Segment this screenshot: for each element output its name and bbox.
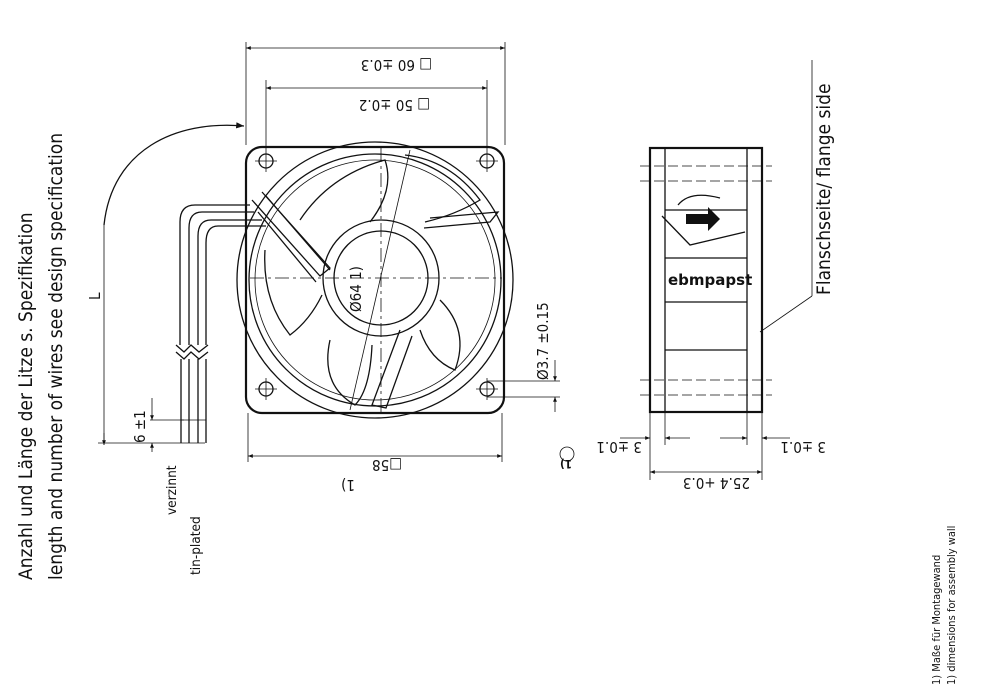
- fan-frame: [244, 145, 506, 415]
- flange-left-note: 1): [560, 457, 572, 471]
- wire-length-dimension: L: [86, 122, 245, 445]
- depth-dimension: 25.4 +0.3: [650, 470, 762, 492]
- wire-note: Anzahl und Länge der Litze s. Spezifikat…: [15, 133, 67, 580]
- wire-finish-english: tin-plated: [188, 516, 204, 575]
- hole-pitch-label: □ 50 ±0.2: [359, 96, 430, 114]
- wire-note-german: Anzahl und Länge der Litze s. Spezifikat…: [15, 212, 37, 580]
- flange-left-label: 3 ±0.1: [596, 438, 642, 456]
- mount-square-label: □58: [372, 456, 402, 474]
- outer-square-dimension: □ 60 ±0.3: [245, 42, 506, 145]
- hub-diameter-label: Ø64 1): [347, 266, 365, 312]
- strip-length-label: 6 ±1: [131, 410, 149, 443]
- footnote-german: 1) Maße für Montagewand: [930, 555, 943, 685]
- mount-square-dimension: □58 1): [247, 413, 503, 494]
- footnotes: 1) Maße für Montagewand 1) dimensions fo…: [930, 526, 958, 685]
- wire-finish-german: verzinnt: [164, 465, 180, 515]
- outer-square-label: □ 60 ±0.3: [361, 56, 432, 74]
- wire-length-label: L: [86, 292, 104, 300]
- flange-side-callout: Flanschseite/ flange side: [759, 60, 835, 333]
- flange-thickness-dimensions: 3 ±0.1 1) 3 ±0.1: [559, 412, 826, 480]
- mount-square-note: 1): [341, 476, 355, 494]
- flange-right-label: 3 ±0.1: [780, 438, 826, 456]
- flange-side-label: Flanschseite/ flange side: [813, 83, 835, 295]
- fan-front-view: [236, 141, 514, 419]
- airflow-arrow-icon: [686, 207, 720, 231]
- depth-label: 25.4 +0.3: [683, 474, 750, 492]
- strip-length-dimension: 6 ±1: [131, 398, 184, 452]
- footnote-english: 1) dimensions for assembly wall: [945, 526, 958, 685]
- wire-note-english: length and number of wires see design sp…: [45, 133, 67, 580]
- hole-diameter-dimension: Ø3.7 ±0.15: [487, 302, 560, 412]
- fan-side-view: ebmpapst: [640, 146, 772, 414]
- brand-logo: ebmpapst: [668, 271, 752, 289]
- lead-wires: [175, 204, 266, 443]
- hole-pitch-dimension: □ 50 ±0.2: [265, 80, 488, 150]
- hole-diameter-label: Ø3.7 ±0.15: [534, 302, 552, 380]
- wire-finish-note: verzinnt tin-plated: [164, 465, 204, 575]
